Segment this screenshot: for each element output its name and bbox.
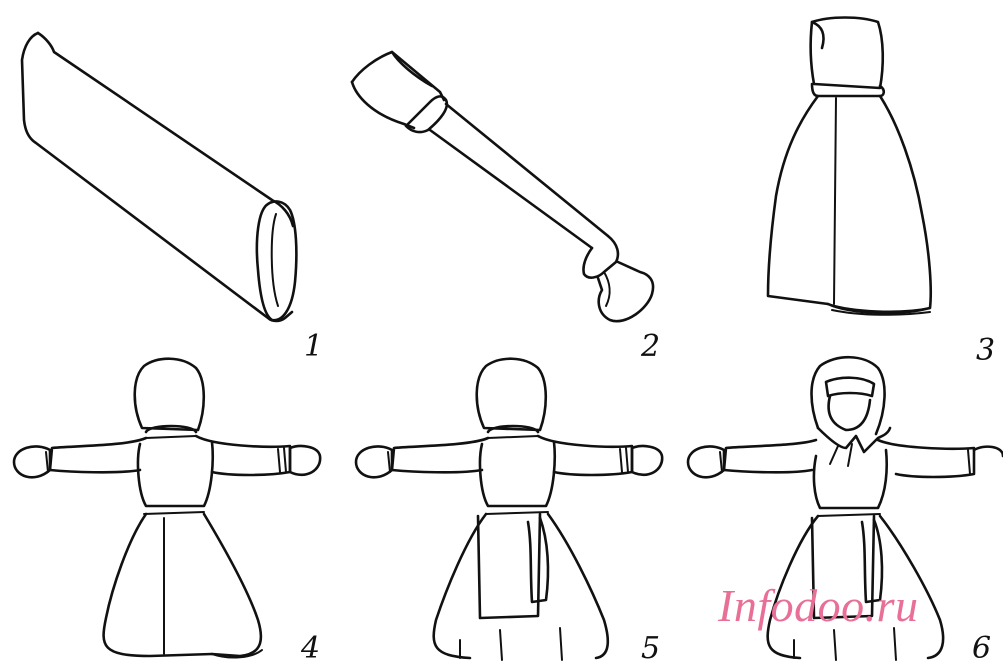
step-3-number: 3: [976, 333, 996, 368]
step-5-doll-apron: [354, 357, 664, 661]
step-6-number: 6: [972, 631, 992, 666]
step-4-number: 4: [301, 631, 321, 666]
watermark: Infodoo.ru: [718, 580, 919, 631]
step-5-number: 5: [641, 631, 661, 666]
step-2-number: 2: [641, 329, 661, 364]
step-1-rolled-fabric: [20, 31, 298, 323]
step-4-doll-arms: [12, 357, 322, 659]
step-1-number: 1: [304, 329, 324, 364]
step-3-head-skirt: [766, 16, 933, 316]
step-2-folded-roll: [350, 50, 655, 323]
step-6-doll-headscarf: [686, 355, 1003, 661]
